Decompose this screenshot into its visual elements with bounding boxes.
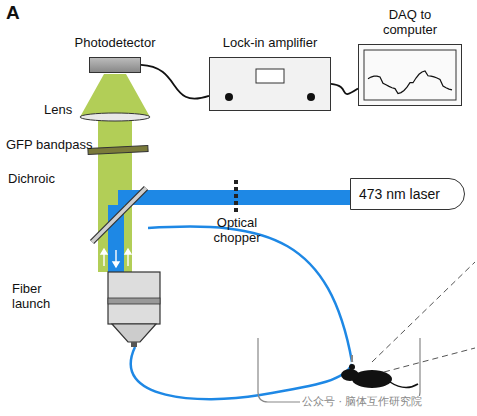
node-box: Lock-in amplifier xyxy=(200,36,340,111)
node-box: 473 nm laser xyxy=(350,178,465,210)
node-box: Fiber launch xyxy=(12,262,172,350)
output-jack xyxy=(307,93,315,101)
input-jack xyxy=(225,93,233,101)
device-body xyxy=(89,57,141,73)
cable xyxy=(141,65,209,99)
optical-fiber xyxy=(148,226,352,362)
objective-barrel xyxy=(108,272,160,324)
device-label: Photodetector xyxy=(60,36,170,51)
watermark: 公众号 · 脑体互作研究院 xyxy=(300,396,425,409)
fiber-launch-label: Fiber launch xyxy=(12,282,68,312)
screen-frame xyxy=(364,50,456,100)
emission-beam xyxy=(80,74,150,272)
node-box: Photodetector xyxy=(60,36,170,73)
lockin-panel xyxy=(209,57,331,111)
device-body xyxy=(209,57,331,111)
zoom-line xyxy=(384,348,475,372)
dichroic-mirror xyxy=(92,188,146,242)
laser-label: 473 nm laser xyxy=(359,186,442,202)
device-label: Lock-in amplifier xyxy=(200,36,340,51)
arena xyxy=(258,338,420,402)
device-body xyxy=(358,44,462,106)
part-label: Optical chopper xyxy=(196,216,278,246)
objective-band xyxy=(108,298,160,304)
panel-letter: A xyxy=(6,2,20,24)
optical-chopper xyxy=(234,180,238,212)
part-label: GFP bandpass xyxy=(6,138,92,153)
device-label: DAQ to computer xyxy=(375,8,445,38)
signal-trace xyxy=(368,71,452,94)
node-box: DAQ to computer xyxy=(355,8,465,106)
cable xyxy=(331,84,358,94)
implant xyxy=(351,355,353,362)
part-label: Dichroic xyxy=(8,172,55,187)
objective-nose xyxy=(112,324,156,342)
mouse xyxy=(341,364,418,388)
objective-tip xyxy=(131,342,137,347)
bandpass-filter xyxy=(88,145,148,154)
beam-arrows xyxy=(101,249,131,267)
lockin-display xyxy=(256,69,284,83)
lens xyxy=(80,113,150,121)
zoom-line xyxy=(372,262,475,362)
dichroic-mirror-face xyxy=(92,188,146,242)
daq-screen xyxy=(358,44,462,106)
optical-fiber-loop xyxy=(131,347,352,399)
part-label: Lens xyxy=(44,103,72,118)
